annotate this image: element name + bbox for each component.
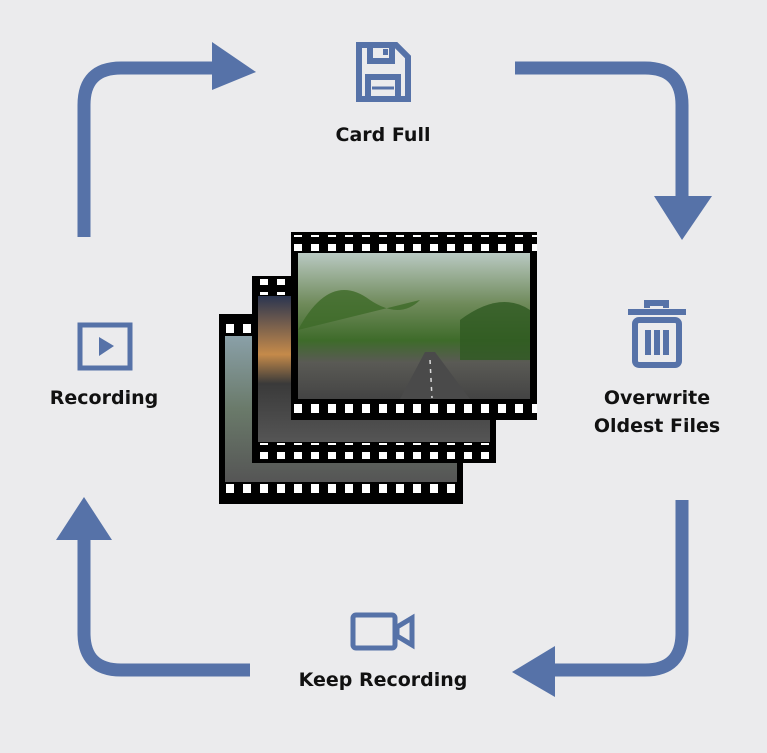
floppy-disk-icon xyxy=(356,42,411,102)
trash-icon xyxy=(628,300,686,368)
video-camera-icon xyxy=(350,612,415,651)
recording-label: Recording xyxy=(49,387,159,409)
arrowhead-bottom-right xyxy=(512,646,555,697)
arrow-top-left xyxy=(77,61,214,237)
overwrite-label-line2: Oldest Files xyxy=(593,415,721,437)
film-frame-front xyxy=(291,232,537,420)
road xyxy=(400,352,470,399)
play-icon xyxy=(77,322,133,371)
arrowhead-bottom-left xyxy=(56,497,112,540)
arrow-bottom-right xyxy=(553,500,689,677)
arrow-bottom-left xyxy=(77,538,250,677)
arrow-top-right xyxy=(515,61,689,198)
overwrite-label-line1: Overwrite xyxy=(603,387,711,409)
arrowhead-top-right xyxy=(654,196,712,240)
arrowhead-top-left xyxy=(212,42,256,90)
card-full-label: Card Full xyxy=(335,124,431,146)
keep-recording-label: Keep Recording xyxy=(298,669,468,691)
